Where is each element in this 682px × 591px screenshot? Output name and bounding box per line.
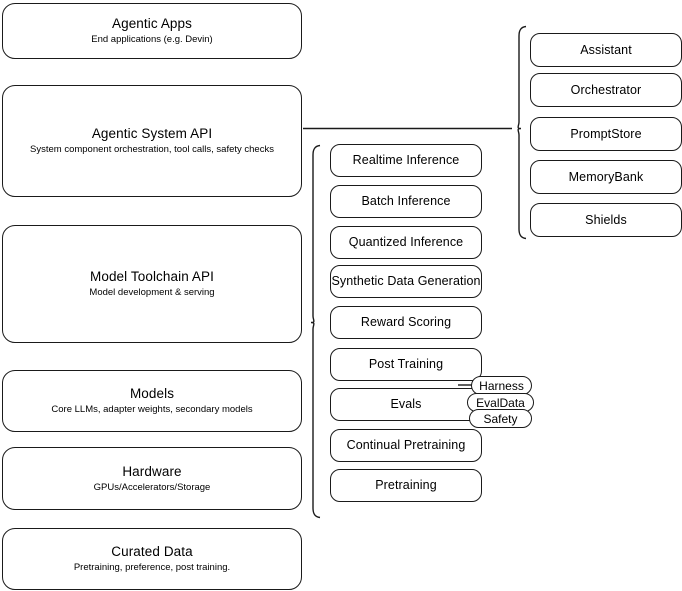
component-shields[interactable]: Shields <box>530 203 682 237</box>
capability-pretraining[interactable]: Pretraining <box>330 469 482 502</box>
capability-label: Post Training <box>368 357 444 371</box>
capability-label: Continual Pretraining <box>346 438 466 452</box>
layer-agentic-system-api[interactable]: Agentic System API System component orch… <box>2 85 302 197</box>
eval-pill-evaldata[interactable]: EvalData <box>467 393 534 412</box>
layer-title: Curated Data <box>111 544 193 559</box>
layer-models[interactable]: Models Core LLMs, adapter weights, secon… <box>2 370 302 432</box>
layer-title: Model Toolchain API <box>90 269 214 284</box>
layer-hardware[interactable]: Hardware GPUs/Accelerators/Storage <box>2 447 302 510</box>
layer-agentic-apps[interactable]: Agentic Apps End applications (e.g. Devi… <box>2 3 302 59</box>
capability-label: Quantized Inference <box>348 235 464 249</box>
layer-subtitle: Pretraining, preference, post training. <box>73 562 231 573</box>
capability-batch-inference[interactable]: Batch Inference <box>330 185 482 218</box>
capability-label: Reward Scoring <box>360 315 452 329</box>
capability-label: Pretraining <box>375 478 437 492</box>
component-label: Shields <box>585 212 627 227</box>
capability-continual-pretraining[interactable]: Continual Pretraining <box>330 429 482 462</box>
capability-realtime-inference[interactable]: Realtime Inference <box>330 144 482 177</box>
capability-synthetic-data-generation[interactable]: Synthetic Data Generation <box>330 265 482 298</box>
component-label: PromptStore <box>570 126 642 141</box>
layer-subtitle: GPUs/Accelerators/Storage <box>93 481 211 493</box>
component-assistant[interactable]: Assistant <box>530 33 682 67</box>
eval-pill-safety[interactable]: Safety <box>469 409 532 428</box>
capability-evals[interactable]: Evals <box>330 388 482 421</box>
component-label: MemoryBank <box>568 169 644 184</box>
component-label: Assistant <box>580 42 632 57</box>
component-memorybank[interactable]: MemoryBank <box>530 160 682 194</box>
layer-curated-data[interactable]: Curated Data Pretraining, preference, po… <box>2 528 302 590</box>
component-orchestrator[interactable]: Orchestrator <box>530 73 682 107</box>
layer-subtitle: End applications (e.g. Devin) <box>91 34 213 45</box>
capability-label: Synthetic Data Generation <box>331 274 481 288</box>
layer-subtitle: System component orchestration, tool cal… <box>30 144 274 155</box>
capability-reward-scoring[interactable]: Reward Scoring <box>330 306 482 339</box>
layer-subtitle: Model development & serving <box>89 287 215 298</box>
brace-toolchain-capabilities <box>310 144 321 519</box>
layer-title: Agentic System API <box>91 126 213 141</box>
capability-quantized-inference[interactable]: Quantized Inference <box>330 226 482 259</box>
capability-label: Realtime Inference <box>352 153 460 167</box>
layer-title: Hardware <box>122 463 182 479</box>
component-label: Orchestrator <box>570 82 642 97</box>
capability-label: Batch Inference <box>361 194 451 208</box>
brace-system-components <box>517 25 527 240</box>
component-promptstore[interactable]: PromptStore <box>530 117 682 151</box>
capability-label: Evals <box>390 397 422 411</box>
layer-title: Models <box>129 386 175 401</box>
layer-model-toolchain-api[interactable]: Model Toolchain API Model development & … <box>2 225 302 343</box>
capability-post-training[interactable]: Post Training <box>330 348 482 381</box>
layer-title: Agentic Apps <box>111 16 192 31</box>
eval-pill-harness[interactable]: Harness <box>471 376 532 395</box>
layer-subtitle: Core LLMs, adapter weights, secondary mo… <box>51 404 253 415</box>
